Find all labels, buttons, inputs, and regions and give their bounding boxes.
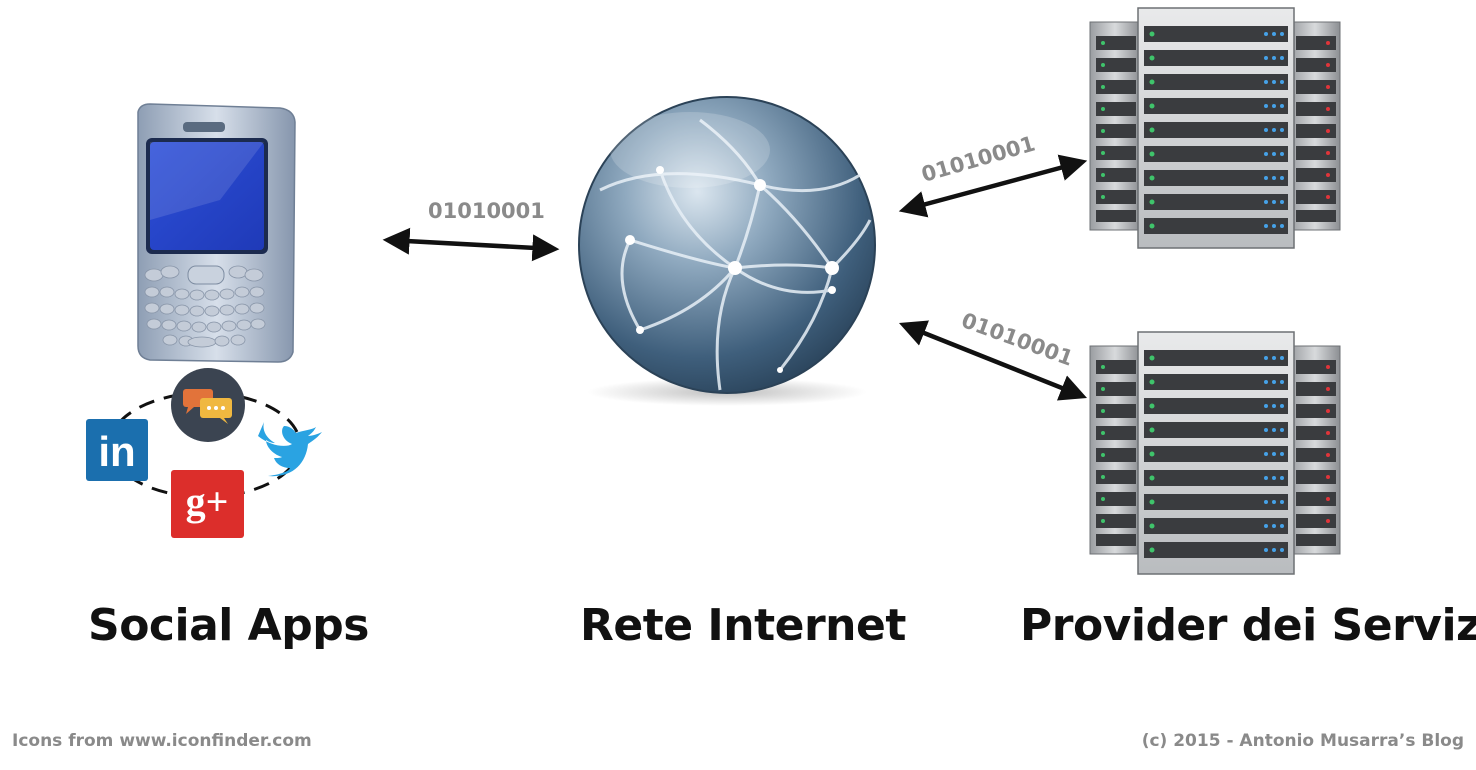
binary-label-left: 01010001	[428, 199, 545, 223]
linkedin-icon: in	[86, 419, 148, 481]
arrow-phone-internet	[382, 227, 560, 262]
binary-label-lower-right: 01010001	[958, 308, 1076, 371]
googleplus-icon: g+	[171, 470, 244, 538]
caption-social-apps: Social Apps	[88, 600, 369, 651]
caption-internet: Rete Internet	[580, 600, 906, 651]
server-rack-bottom-icon	[1089, 331, 1341, 575]
footer-icon-credit: Icons from www.iconfinder.com	[12, 731, 312, 751]
footer-copyright: (c) 2015 - Antonio Musarra’s Blog	[1141, 731, 1464, 751]
server-rack-top-icon	[1089, 7, 1341, 249]
caption-providers: Provider dei Servizi	[1020, 600, 1476, 651]
arrow-internet-server-top	[898, 154, 1088, 218]
globe-icon	[578, 96, 876, 406]
social-icons-group: in g+	[86, 368, 322, 538]
linkedin-icon-text: in	[98, 428, 135, 475]
chat-icon	[171, 368, 245, 442]
smartphone-icon	[137, 103, 296, 363]
twitter-icon	[258, 422, 322, 477]
googleplus-icon-text: g+	[186, 479, 229, 524]
arrow-internet-server-bottom	[898, 320, 1088, 401]
